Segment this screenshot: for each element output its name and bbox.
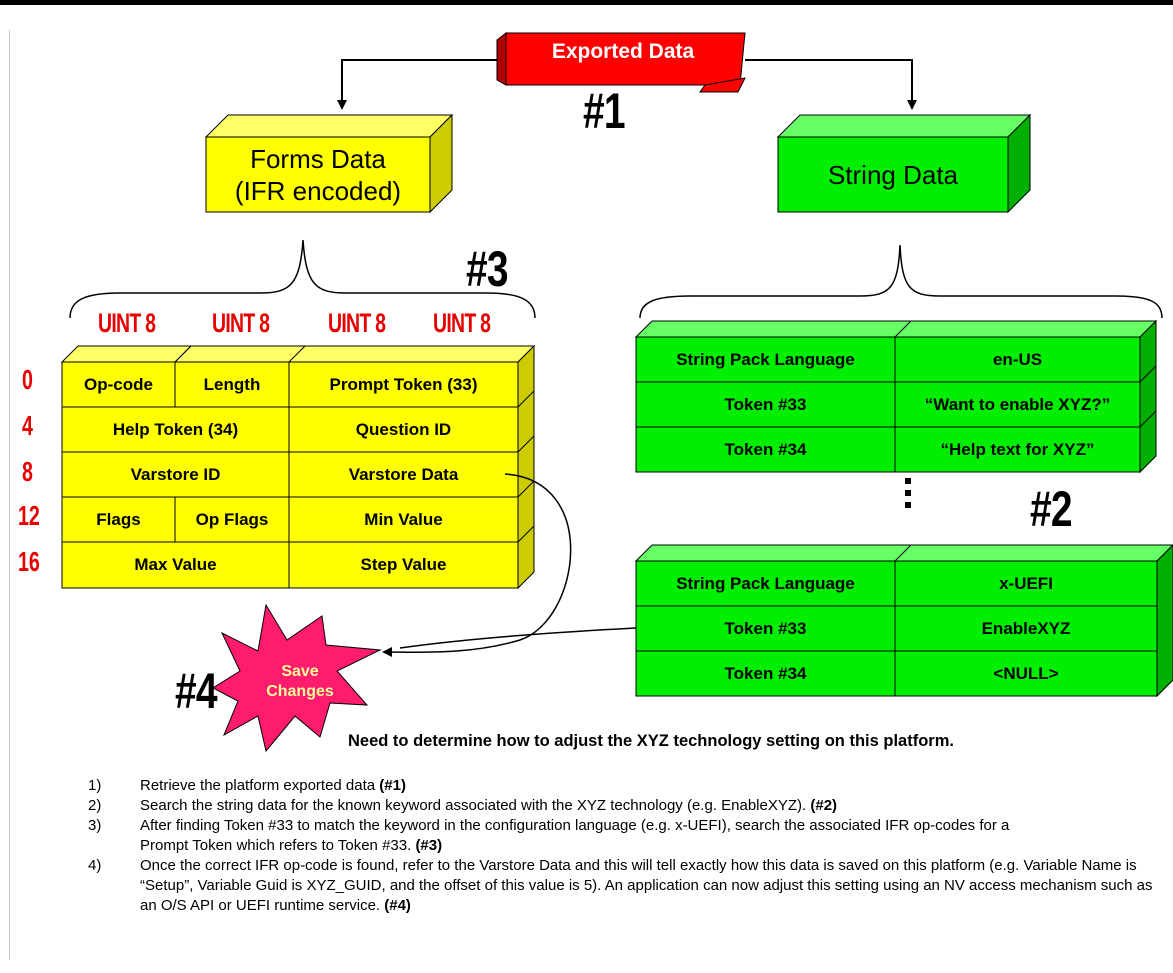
string2-token33-label: Token #33	[724, 618, 807, 638]
offset-16: 16	[18, 546, 40, 577]
string2-token34-value: <NULL>	[993, 663, 1059, 683]
string1-token33-value: “Want to enable XYZ?”	[924, 394, 1111, 414]
forms-data-box	[204, 113, 454, 214]
varstore-curve-arrow	[382, 473, 572, 658]
string-table-1-frame	[634, 319, 1158, 474]
step-4-body: Once the correct IFR op-code is found, r…	[140, 857, 1153, 914]
step-1: 1) Retrieve the platform exported data (…	[88, 776, 1173, 796]
string1-token33-label: Token #33	[724, 394, 807, 414]
string1-lang-label: String Pack Language	[676, 349, 855, 369]
string2-token34-label: Token #34	[724, 663, 807, 683]
string1-lang-value: en-US	[992, 349, 1043, 369]
ifr-cell-varstore-data: Varstore Data	[348, 464, 459, 484]
exported-data-label: Exported Data	[551, 40, 695, 63]
arrow-to-forms	[337, 59, 497, 110]
step-3-ref: (#3)	[415, 837, 443, 854]
ifr-cell-length: Length	[203, 374, 261, 394]
save-changes-label: Save Changes	[250, 662, 350, 702]
uint8-label-2: UINT 8	[212, 308, 270, 338]
ifr-cell-help-token: Help Token (34)	[112, 419, 239, 439]
ifr-cell-max-value: Max Value	[134, 555, 217, 574]
offset-12: 12	[18, 500, 40, 531]
ifr-cell-step-value: Step Value	[360, 555, 447, 574]
step-1-number: 1)	[88, 777, 102, 794]
step-1-ref: (#1)	[379, 777, 406, 794]
step-2-body: Search the string data for the known key…	[140, 797, 811, 814]
exported-data-banner	[496, 31, 746, 93]
ifr-cell-opcode: Op-code	[84, 374, 153, 394]
number-4: #4	[175, 663, 218, 719]
diagram-caption: Need to determine how to adjust the XYZ …	[348, 732, 954, 750]
uint8-label-1: UINT 8	[98, 308, 156, 338]
string-data-box	[776, 113, 1032, 214]
string-table-curve	[399, 627, 637, 649]
step-2-ref: (#2)	[810, 797, 838, 814]
offset-4: 4	[22, 410, 33, 441]
step-2: 2) Search the string data for the known …	[88, 796, 1173, 816]
forms-data-title-line1: Forms Data	[250, 143, 386, 174]
arrow-to-strings	[745, 59, 917, 110]
top-border	[0, 0, 1173, 5]
offset-8: 8	[22, 456, 33, 487]
steps-list: 1) Retrieve the platform exported data (…	[88, 776, 1173, 916]
forms-brace	[69, 239, 536, 319]
step-4-ref: (#4)	[384, 897, 411, 914]
step-4-text: Once the correct IFR op-code is found, r…	[140, 856, 1170, 916]
ifr-cell-varstore-id: Varstore ID	[130, 464, 221, 484]
number-3: #3	[466, 241, 509, 297]
forms-data-title-line2: (IFR encoded)	[234, 175, 402, 206]
save-line2: Changes	[266, 683, 334, 700]
step-3: 3) After finding Token #33 to match the …	[88, 816, 1173, 856]
step-4-number: 4)	[88, 857, 102, 874]
number-1: #1	[583, 83, 626, 139]
vertical-ellipsis	[902, 478, 914, 528]
string-data-title: String Data	[778, 137, 1008, 212]
uint8-label-4: UINT 8	[433, 308, 491, 338]
forms-data-title: Forms Data (IFR encoded)	[206, 137, 430, 212]
string2-lang-value: x-UEFI	[999, 573, 1053, 593]
step-3-number: 3)	[88, 817, 102, 834]
ifr-cell-question-id: Question ID	[355, 419, 452, 439]
step-3-body: After finding Token #33 to match the key…	[140, 817, 1010, 854]
step-3-text: After finding Token #33 to match the key…	[140, 816, 1040, 856]
strings-brace	[639, 244, 1163, 319]
ifr-table-frame	[60, 344, 536, 590]
string1-token34-value: “Help text for XYZ”	[940, 439, 1095, 459]
left-margin-line	[9, 30, 10, 960]
save-changes-burst	[211, 603, 382, 753]
ifr-cell-min-value: Min Value	[364, 509, 443, 529]
step-2-number: 2)	[88, 797, 102, 814]
step-1-text: Retrieve the platform exported data (#1)	[140, 776, 1173, 796]
ifr-cell-prompt-token: Prompt Token (33)	[329, 374, 478, 394]
string-table-2-frame	[634, 544, 1173, 698]
step-4: 4) Once the correct IFR op-code is found…	[88, 856, 1173, 916]
offset-0: 0	[22, 364, 33, 395]
uint8-label-3: UINT 8	[328, 308, 386, 338]
step-1-body: Retrieve the platform exported data	[140, 777, 380, 794]
number-2: #2	[1030, 481, 1073, 537]
save-line1: Save	[281, 663, 319, 680]
string-data-title-text: String Data	[827, 159, 959, 190]
string2-token33-value: EnableXYZ	[981, 618, 1071, 638]
ifr-cell-op-flags: Op Flags	[195, 509, 269, 529]
ifr-cell-flags: Flags	[96, 509, 141, 529]
string1-token34-label: Token #34	[724, 439, 807, 459]
step-2-text: Search the string data for the known key…	[140, 796, 1173, 816]
string2-lang-label: String Pack Language	[676, 573, 855, 593]
